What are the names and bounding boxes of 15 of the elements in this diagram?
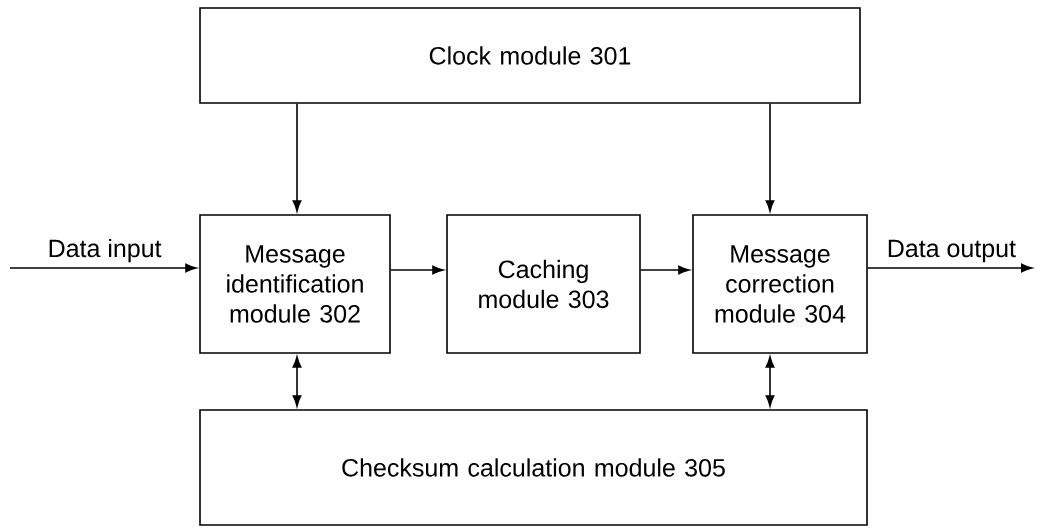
arrow (867, 263, 1033, 273)
module-box: Caching module 303 (446, 214, 641, 354)
module-box: Clock module 301 (199, 7, 861, 104)
arrow (765, 356, 775, 407)
arrow (390, 265, 444, 275)
edge-label: Data output (888, 239, 1016, 263)
arrow (9, 263, 197, 273)
module-box: Message identification module 302 (199, 214, 391, 354)
arrow (765, 103, 775, 212)
module-box: Message correction module 304 (692, 214, 868, 354)
arrow (640, 265, 690, 275)
edge-label: Data input (49, 238, 162, 263)
arrow (292, 356, 302, 407)
arrow (292, 103, 302, 212)
module-box: Checksum calculation module 305 (199, 409, 868, 526)
